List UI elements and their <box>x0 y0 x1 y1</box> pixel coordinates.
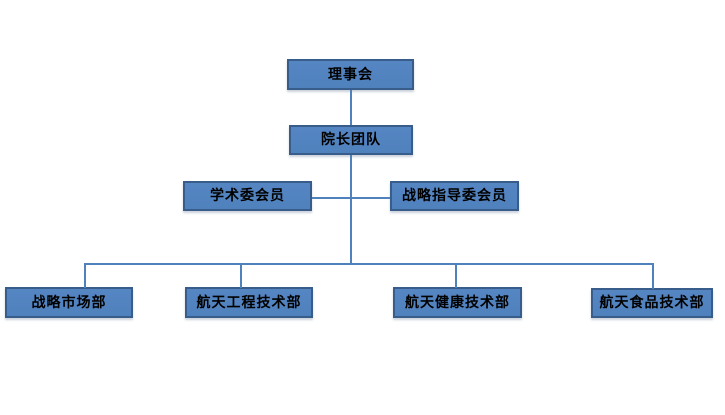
org-node-aerospace-health-tech-dept: 航天健康技术部 <box>393 287 522 318</box>
org-node-president-team-label: 院长团队 <box>321 132 381 148</box>
connector-board-to-president-team <box>350 90 352 125</box>
org-node-academic-committee: 学术委会员 <box>183 181 312 211</box>
org-node-aerospace-food-tech-dept-label: 航天食品技术部 <box>599 295 705 311</box>
org-node-aerospace-engineering-tech-dept-label: 航天工程技术部 <box>196 294 302 311</box>
connector-committee-crossbar <box>312 197 390 199</box>
org-node-board-label: 理事会 <box>328 66 373 83</box>
org-node-board: 理事会 <box>287 59 414 90</box>
connector-drop-aerospace-engineering-tech-dept <box>240 263 242 288</box>
org-node-strategic-marketing-dept: 战略市场部 <box>5 287 133 318</box>
org-node-strategic-guidance-committee: 战略指导委会员 <box>390 181 519 211</box>
org-node-president-team: 院长团队 <box>289 125 413 155</box>
connector-department-bus <box>84 263 654 265</box>
org-node-aerospace-engineering-tech-dept: 航天工程技术部 <box>185 287 313 318</box>
connector-drop-aerospace-health-tech-dept <box>455 263 457 288</box>
org-node-strategic-marketing-dept-label: 战略市场部 <box>31 294 107 311</box>
org-node-aerospace-health-tech-dept-label: 航天健康技术部 <box>405 294 510 311</box>
org-node-strategic-guidance-committee-label: 战略指导委会员 <box>402 188 507 204</box>
connector-drop-strategic-marketing-dept <box>84 263 86 288</box>
connector-drop-aerospace-food-tech-dept <box>652 263 654 289</box>
connector-president-team-trunk <box>350 155 352 264</box>
org-node-aerospace-food-tech-dept: 航天食品技术部 <box>591 288 713 318</box>
org-node-academic-committee-label: 学术委会员 <box>210 188 285 204</box>
